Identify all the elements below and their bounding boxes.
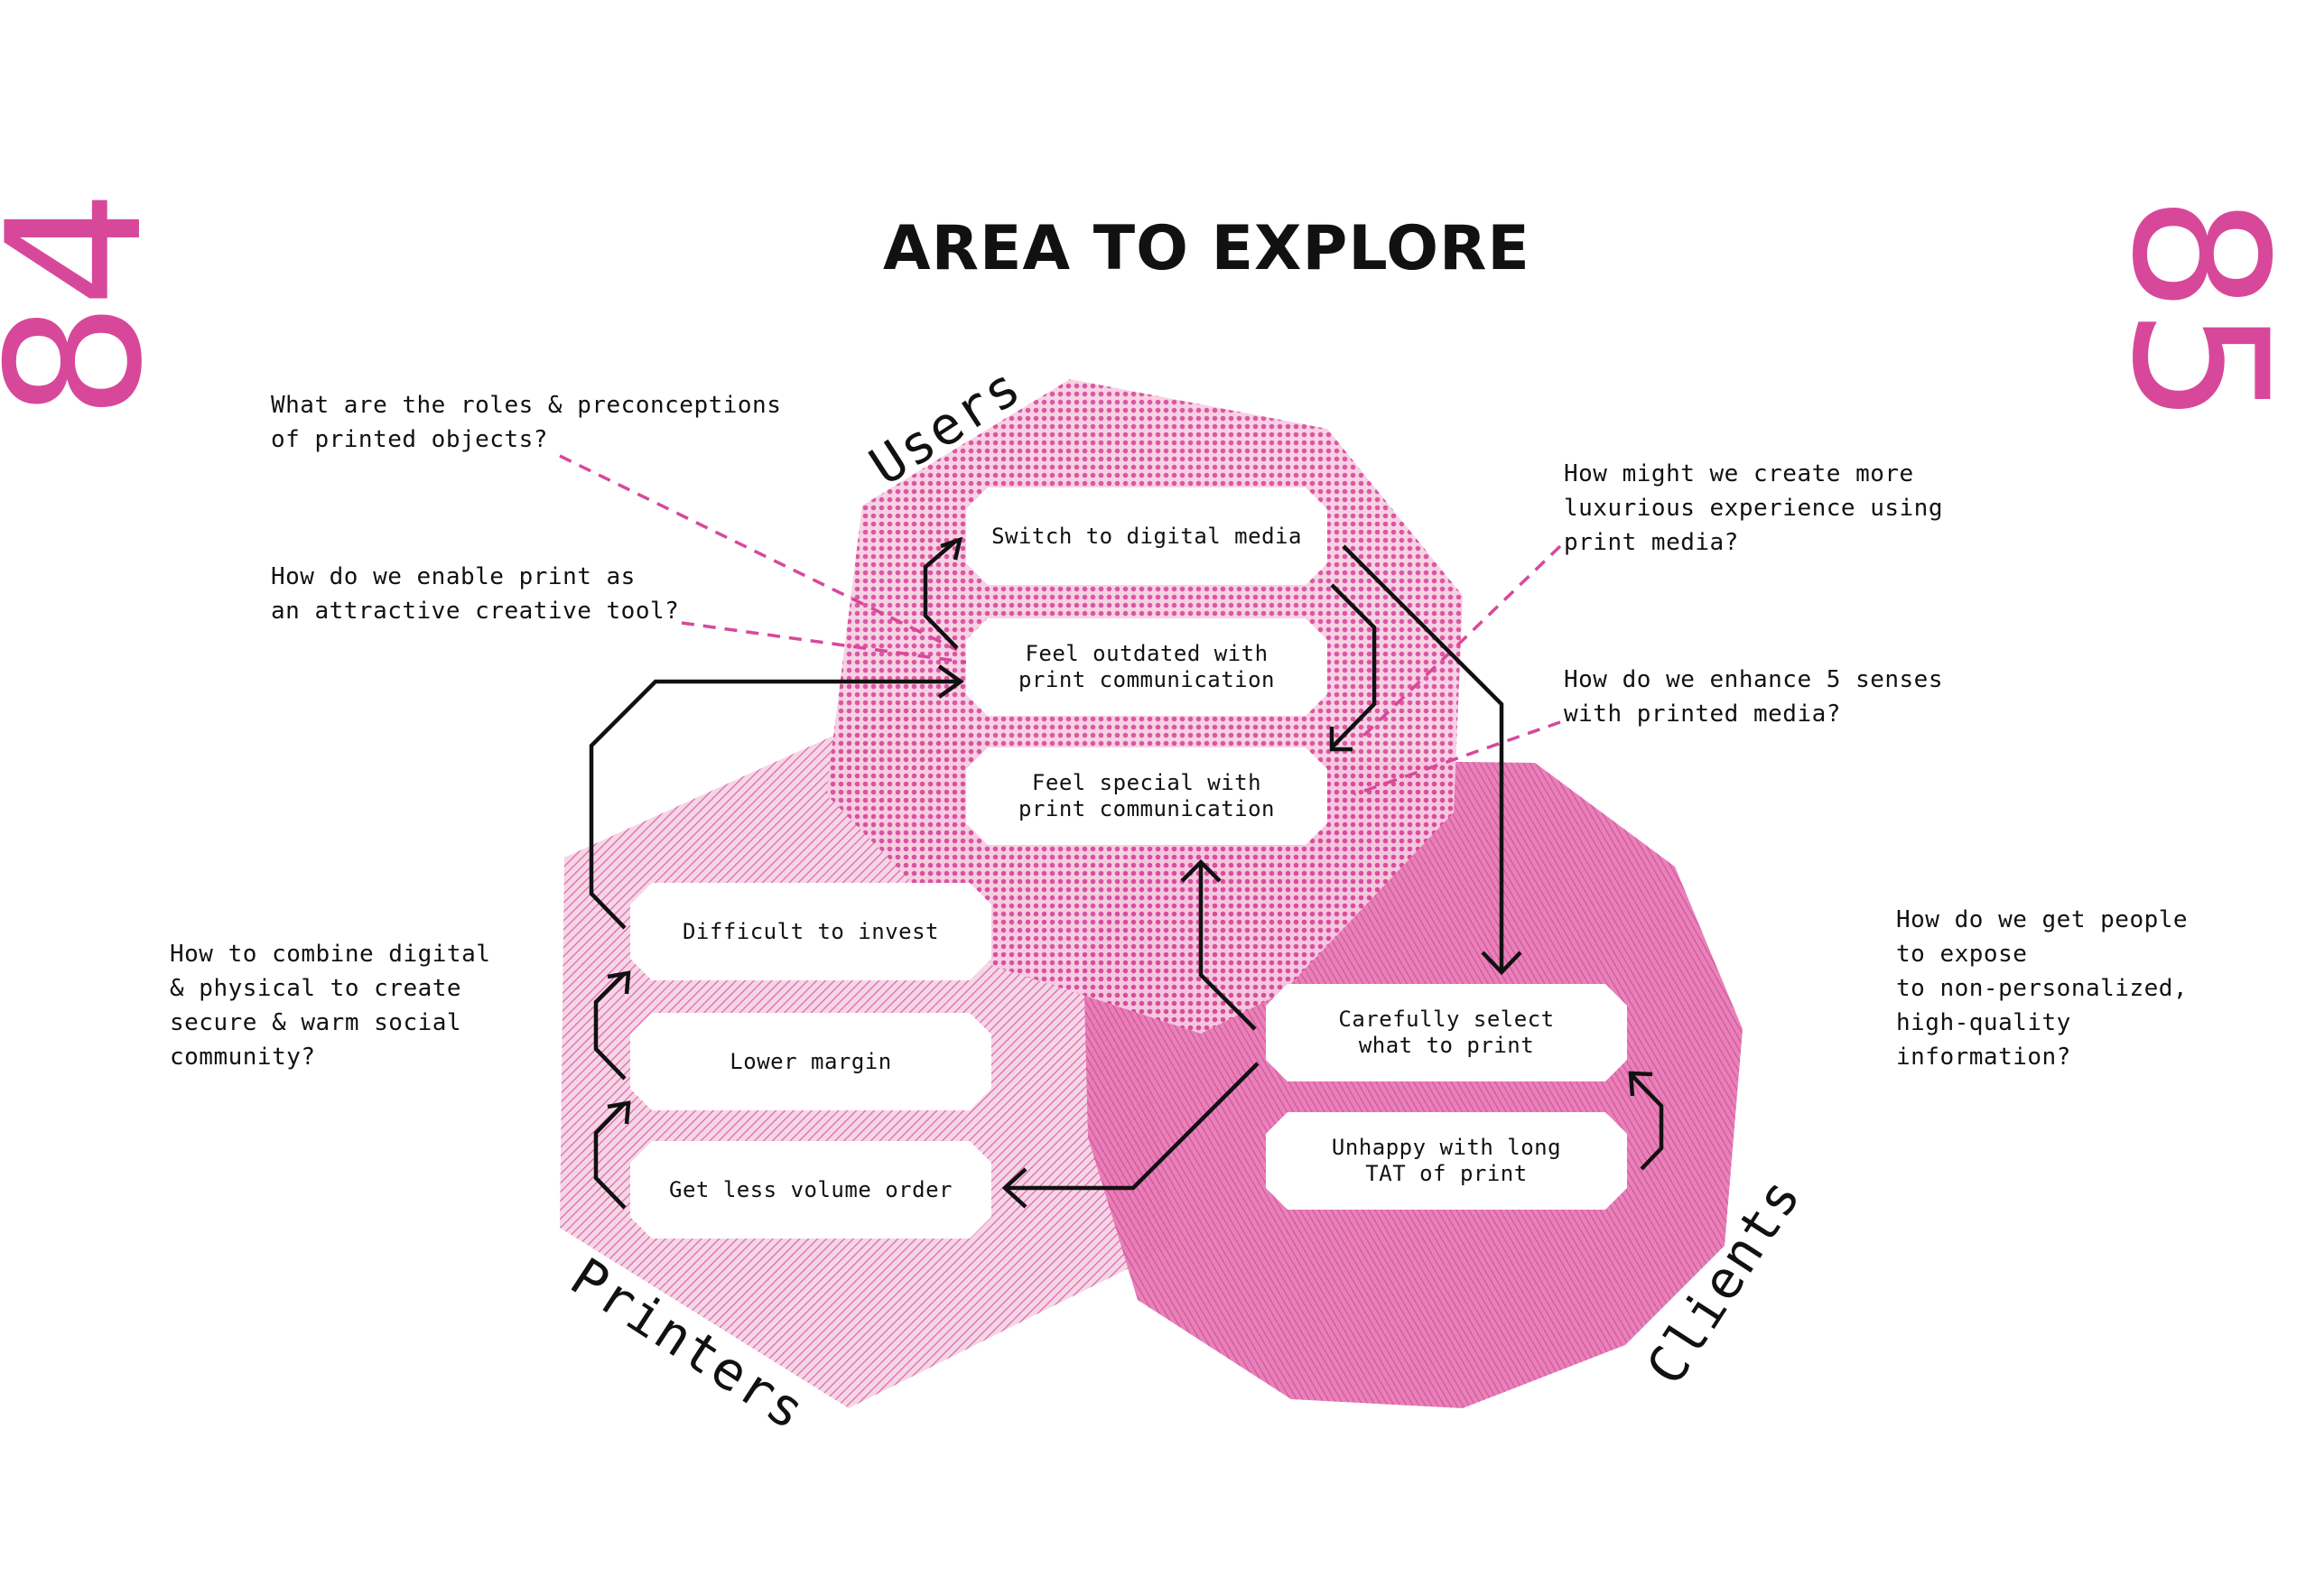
box-difficult-invest: Difficult to invest (630, 883, 991, 980)
question-enable-print: How do we enable print as an attractive … (271, 563, 680, 625)
box-carefully-select: Carefully select what to print (1266, 984, 1627, 1081)
page-number-right: 85 (2090, 195, 2306, 420)
page-title: AREA TO EXPLORE (883, 213, 1530, 284)
box-switch-digital: Switch to digital media (966, 487, 1327, 585)
question-luxurious: How might we create more luxurious exper… (1564, 460, 1943, 556)
box-unhappy-tat: Unhappy with long TAT of print (1266, 1112, 1627, 1210)
question-connectors (559, 454, 1562, 796)
box-feel-outdated: Feel outdated with print communication (966, 618, 1327, 716)
question-senses: How do we enhance 5 senses with printed … (1564, 666, 1943, 728)
question-roles: What are the roles & preconceptions of p… (271, 392, 782, 453)
question-combine: How to combine digital & physical to cre… (170, 941, 491, 1071)
box-feel-special: Feel special with print communication (966, 747, 1327, 845)
box-less-volume: Get less volume order (630, 1141, 991, 1239)
arrows (589, 536, 1664, 1210)
question-expose: How do we get people to expose to non-pe… (1896, 906, 2189, 1071)
page-number-left: 84 (0, 195, 183, 420)
box-lower-margin: Lower margin (630, 1013, 991, 1110)
